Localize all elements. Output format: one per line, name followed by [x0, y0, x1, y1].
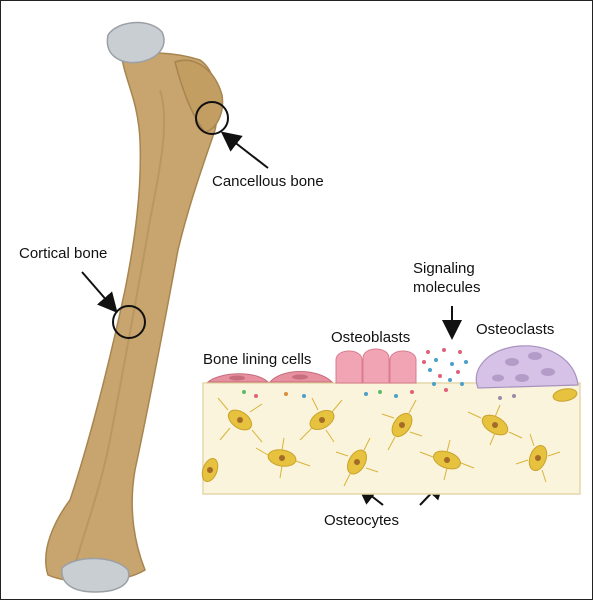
bone-lining-cells-label: Bone lining cells: [203, 351, 311, 368]
femoral-head: [107, 23, 164, 63]
signaling-molecules-label-line1: Signaling: [413, 260, 475, 277]
cortical-bone-label: Cortical bone: [19, 245, 107, 262]
osteoblasts-cells: [336, 349, 416, 383]
osteoclasts-label: Osteoclasts: [476, 321, 554, 338]
cancellous-bone-label: Cancellous bone: [212, 173, 324, 190]
osteoclast-cell: [476, 346, 578, 388]
osteoblast-cell: [390, 351, 416, 383]
cancellous-bone-arrow: [224, 134, 268, 168]
signaling-molecules-label-line2: molecules: [413, 279, 481, 296]
femoral-condyle: [62, 558, 129, 592]
cortical-bone-arrow: [82, 272, 115, 310]
osteoblast-cell: [336, 351, 362, 383]
bone-lining-cells: [208, 372, 332, 383]
osteoblast-cell: [363, 349, 389, 383]
osteocytes-label: Osteocytes: [324, 512, 399, 529]
osteoblasts-label: Osteoblasts: [331, 329, 410, 346]
